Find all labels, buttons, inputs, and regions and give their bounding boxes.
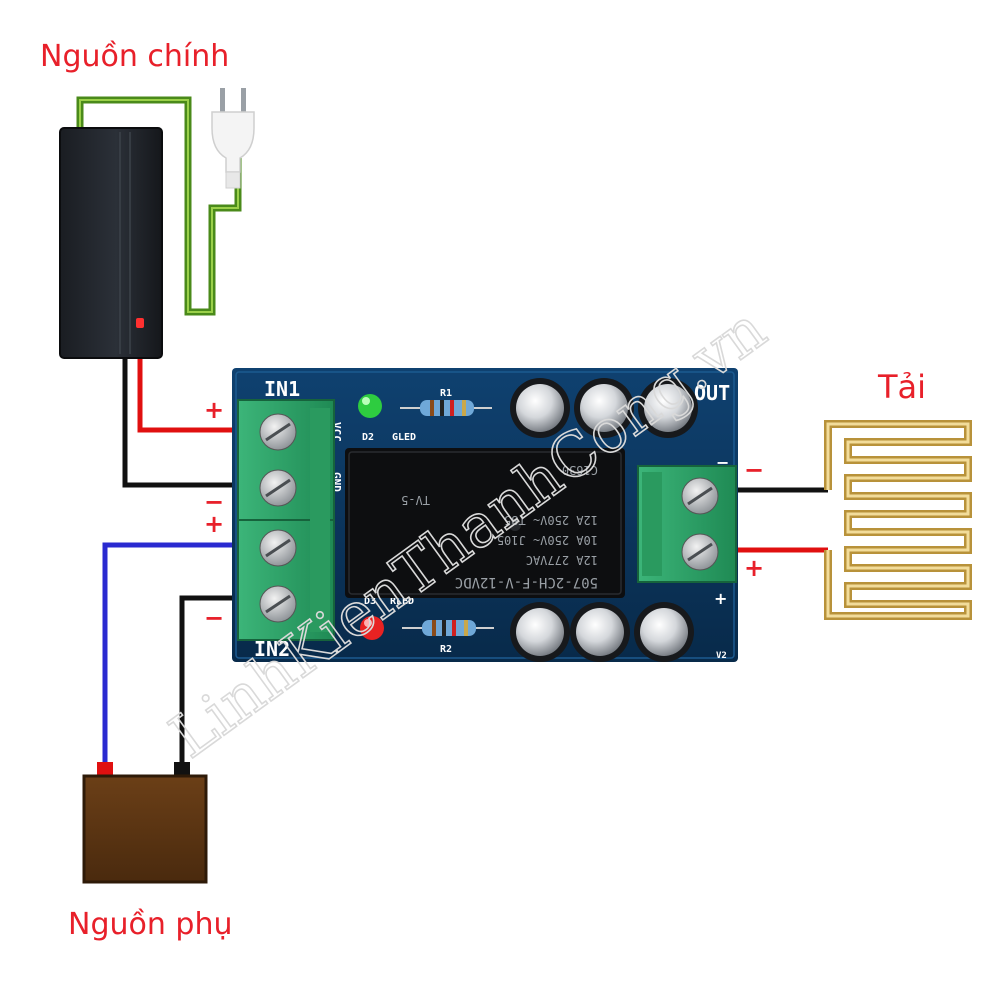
out-label: OUT: [694, 381, 730, 405]
backup-source-label: Nguồn phụ: [68, 907, 232, 942]
resistor-r2-icon: [402, 620, 494, 636]
capacitor-icon: [510, 378, 698, 662]
relay-rating-ac-text: 12A 277VAC: [526, 553, 598, 567]
relay: 507-2CH-F-V-12VDC 12A 277VAC 10A 250V~ J…: [345, 448, 625, 598]
green-led-icon: [358, 394, 382, 418]
backup-positive-wire: [102, 542, 255, 770]
relay-tv-text: TV-5: [401, 493, 430, 507]
ac-plug-icon: [211, 88, 255, 189]
terminal-screw-icon[interactable]: [681, 477, 719, 515]
main-negative-wire: [122, 355, 255, 488]
resistor-r1-icon: [400, 400, 492, 416]
adapter-power-led-icon: [136, 318, 144, 328]
terminal-screw-icon[interactable]: [259, 529, 297, 567]
gled-label: GLED: [392, 432, 416, 443]
load-label: Tải: [877, 368, 926, 406]
wires: [76, 96, 828, 770]
input-terminal-block: [237, 399, 335, 641]
in1-label: IN1: [264, 377, 300, 401]
output-terminal-block: [637, 465, 737, 583]
main-source-label: Nguồn chính: [40, 39, 229, 74]
main-positive-wire: [137, 355, 255, 433]
terminal-screw-icon[interactable]: [259, 469, 297, 507]
out-plus-board-sign: +: [714, 589, 727, 608]
r1-label: R1: [440, 388, 452, 399]
rled-label: RLED: [390, 596, 414, 607]
backup-negative-wire: [179, 595, 255, 770]
load-plus-sign: +: [744, 554, 764, 582]
heater-element-icon: [824, 420, 972, 620]
relay-code-text: C1630: [562, 463, 598, 477]
r2-label: R2: [440, 644, 452, 655]
relay-model-text: 507-2CH-F-V-12VDC: [455, 574, 598, 590]
terminal-screw-icon[interactable]: [259, 585, 297, 623]
xh-m350-module-board: IN1 IN2 OUT VCC GND V2 D2 GLED D3 RLED R…: [232, 368, 738, 662]
load: Tải: [824, 368, 972, 620]
battery-icon: [82, 774, 208, 884]
in2-plus-sign: +: [204, 510, 224, 538]
main-source: Nguồn chính: [40, 39, 255, 359]
polarity-signs: + − + − − +: [204, 396, 764, 632]
v2-label: V2: [716, 651, 727, 661]
battery-positive-terminal-icon: [97, 762, 113, 778]
in2-minus-sign: −: [204, 604, 224, 632]
backup-source: Nguồn phụ: [68, 762, 232, 942]
relay-rating-t85-text: 12A 250V~ T85: [504, 513, 598, 527]
out-minus-board-sign: −: [716, 453, 729, 472]
battery-negative-terminal-icon: [174, 762, 190, 778]
terminal-screw-icon[interactable]: [259, 413, 297, 451]
in1-minus-sign: −: [204, 488, 224, 516]
load-minus-sign: −: [744, 456, 764, 484]
terminal-screw-icon[interactable]: [681, 533, 719, 571]
d2-label: D2: [362, 432, 374, 443]
red-led-icon: [360, 616, 384, 640]
power-adapter: [60, 128, 162, 358]
d3-label: D3: [364, 596, 376, 607]
relay-rating-250-text: 10A 250V~ J105: [497, 533, 598, 547]
in1-plus-sign: +: [204, 396, 224, 424]
